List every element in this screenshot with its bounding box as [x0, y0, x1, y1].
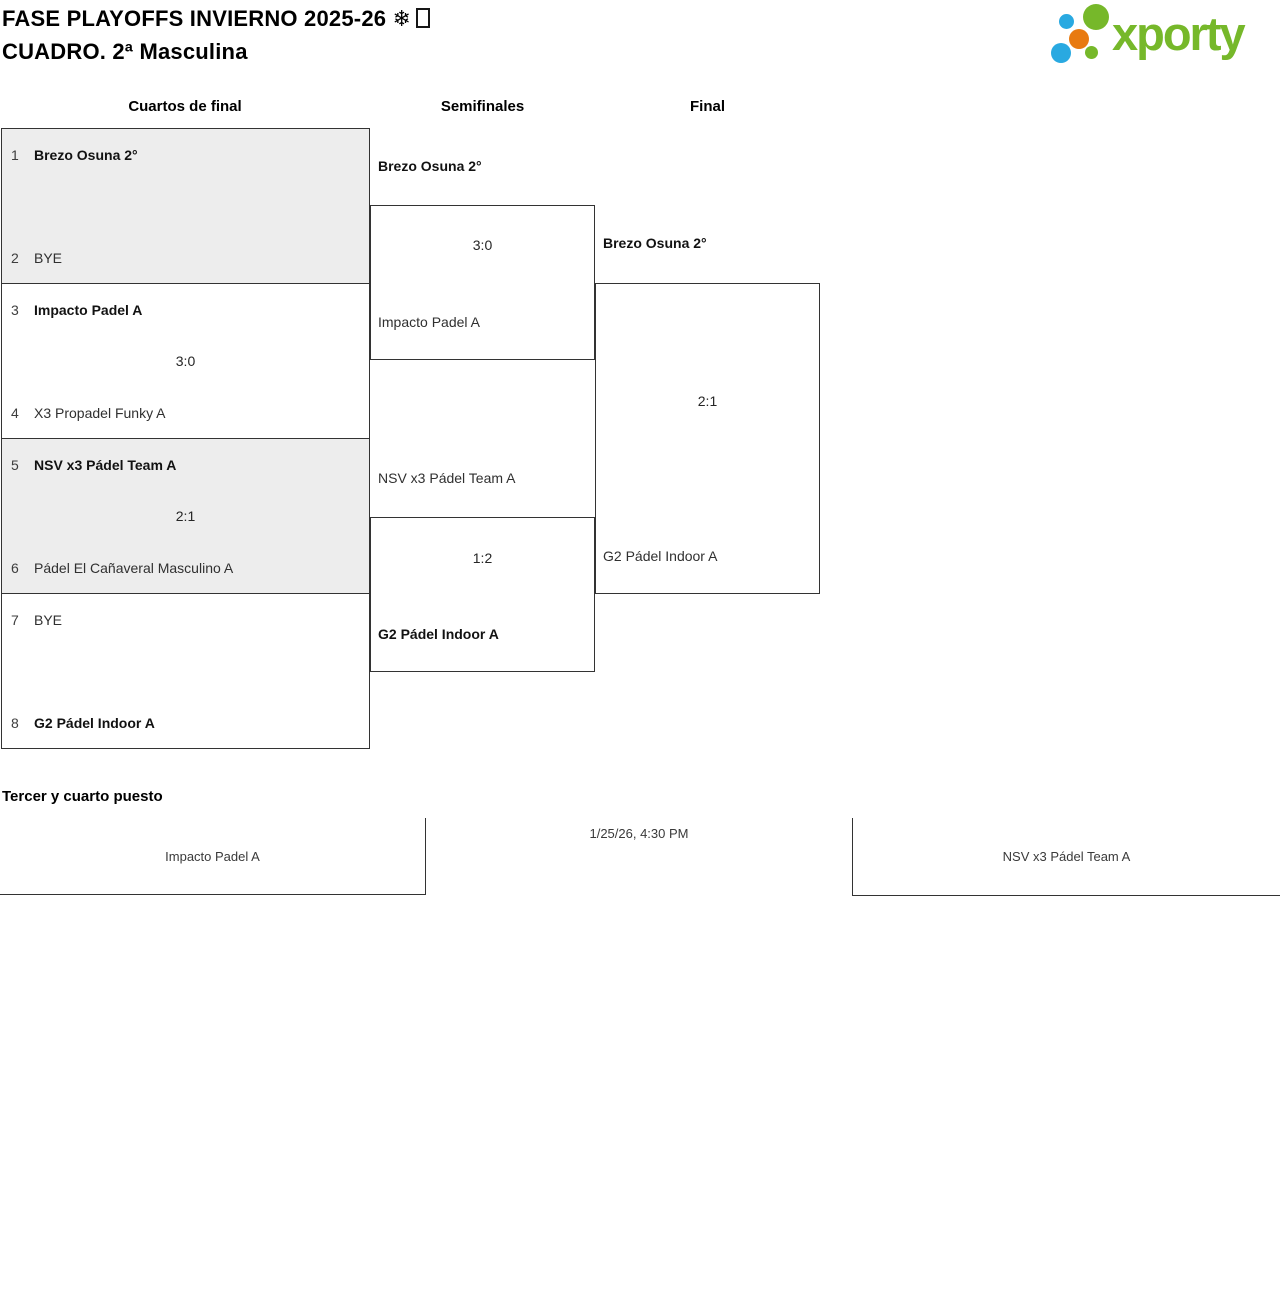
- quarterfinals-bracket: 1 Brezo Osuna 2° 2 BYE 3 Impacto Padel A…: [1, 128, 370, 749]
- seed-number: 7: [11, 612, 19, 628]
- team-slot: 8 G2 Pádel Indoor A: [11, 713, 363, 733]
- quarterfinal-match-3: 5 NSV x3 Pádel Team A 2:1 6 Pádel El Cañ…: [2, 439, 369, 594]
- round-header-quarterfinals: Cuartos de final: [128, 98, 242, 115]
- match-score: 3:0: [175, 353, 196, 369]
- team-name: G2 Pádel Indoor A: [34, 715, 155, 731]
- logo-dot-green-large: [1083, 4, 1109, 30]
- team-name: NSV x3 Pádel Team A: [1002, 849, 1131, 864]
- seed-number: 5: [11, 457, 19, 473]
- team-name: BYE: [34, 612, 63, 628]
- logo-dot-orange: [1069, 29, 1089, 49]
- semifinal1-bottom-team: Impacto Padel A: [378, 314, 480, 330]
- tournament-title-line1: FASE PLAYOFFS INVIERNO 2025-26 ❄: [2, 2, 431, 35]
- logo-dot-green-small: [1085, 46, 1098, 59]
- team-name: BYE: [34, 250, 63, 266]
- seed-number: 2: [11, 250, 19, 266]
- team-name: X3 Propadel Funky A: [34, 405, 166, 421]
- seed-number: 4: [11, 405, 19, 421]
- semifinal2-top-team: NSV x3 Pádel Team A: [378, 470, 516, 486]
- page-title: FASE PLAYOFFS INVIERNO 2025-26 ❄ CUADRO.…: [2, 2, 431, 68]
- missing-glyph-box: [416, 8, 431, 28]
- team-name: NSV x3 Pádel Team A: [34, 457, 177, 473]
- tournament-title-line2: CUADRO. 2ª Masculina: [2, 39, 248, 64]
- team-name: Pádel El Cañaveral Masculino A: [34, 560, 234, 576]
- quarterfinal-match-2: 3 Impacto Padel A 3:0 4 X3 Propadel Funk…: [2, 284, 369, 439]
- team-slot: 4 X3 Propadel Funky A: [11, 403, 363, 423]
- xporty-logo[interactable]: xporty: [1048, 2, 1278, 68]
- semifinal2-bottom-team: G2 Pádel Indoor A: [378, 626, 499, 642]
- team-slot: 2 BYE: [11, 248, 363, 268]
- round-header-semifinals: Semifinales: [440, 98, 525, 115]
- logo-wordmark: xporty: [1112, 7, 1246, 60]
- team-slot: 6 Pádel El Cañaveral Masculino A: [11, 558, 363, 578]
- seed-number: 3: [11, 302, 19, 318]
- semifinal-match-1-box: 3:0: [370, 205, 595, 360]
- team-slot: 7 BYE: [11, 610, 363, 630]
- logo-dot-blue-small: [1059, 14, 1074, 29]
- round-header-final: Final: [689, 98, 725, 115]
- team-slot: 3 Impacto Padel A: [11, 300, 363, 320]
- final-top-team: Brezo Osuna 2°: [603, 235, 707, 251]
- quarterfinal-match-4: 7 BYE 8 G2 Pádel Indoor A: [2, 594, 369, 748]
- third-place-datetime: 1/25/26, 4:30 PM: [589, 826, 689, 841]
- match-score: 2:1: [697, 393, 718, 409]
- semifinal1-top-team: Brezo Osuna 2°: [378, 158, 482, 174]
- third-place-right-box: NSV x3 Pádel Team A: [852, 818, 1280, 896]
- team-name: Impacto Padel A: [165, 848, 260, 864]
- seed-number: 6: [11, 560, 19, 576]
- match-score: 3:0: [472, 237, 493, 253]
- seed-number: 1: [11, 147, 19, 163]
- third-place-heading: Tercer y cuarto puesto: [2, 788, 163, 805]
- quarterfinal-match-1: 1 Brezo Osuna 2° 2 BYE: [2, 129, 369, 284]
- final-bottom-team: G2 Pádel Indoor A: [603, 548, 718, 564]
- match-score: 1:2: [472, 550, 493, 566]
- team-name: Brezo Osuna 2°: [34, 147, 138, 163]
- third-place-left-box: Impacto Padel A: [0, 818, 426, 895]
- team-slot: 1 Brezo Osuna 2°: [11, 145, 363, 165]
- seed-number: 8: [11, 715, 19, 731]
- semifinal-match-2-box: 1:2: [370, 517, 595, 672]
- team-slot: 5 NSV x3 Pádel Team A: [11, 455, 363, 475]
- logo-dot-blue-large: [1051, 43, 1071, 63]
- match-score: 2:1: [175, 508, 196, 524]
- team-name: Impacto Padel A: [34, 302, 143, 318]
- final-match-box: 2:1: [595, 283, 820, 594]
